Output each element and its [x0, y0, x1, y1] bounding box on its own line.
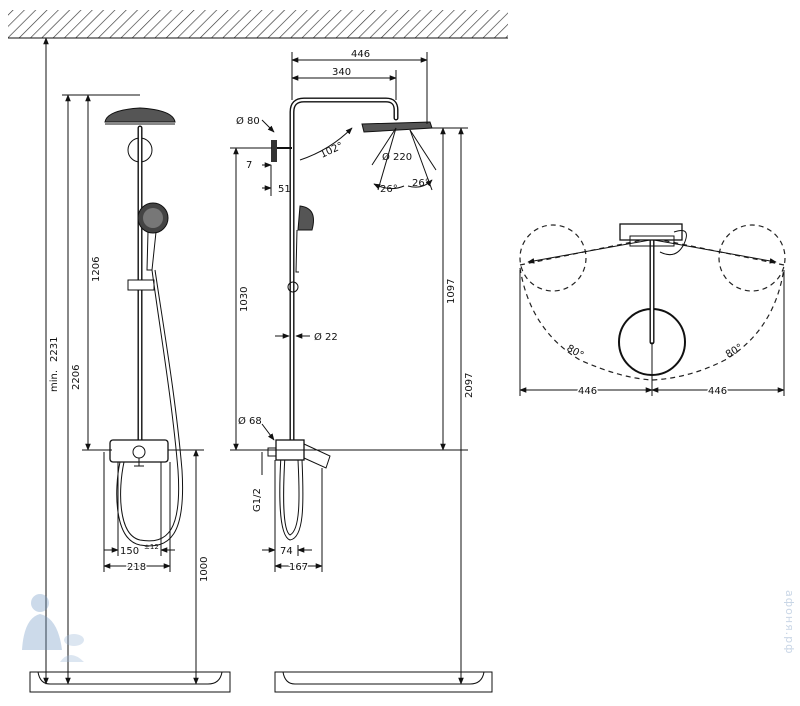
side-hand-shower	[295, 205, 314, 273]
floor-right	[274, 671, 493, 693]
dim-arm-reach: 340	[332, 67, 351, 78]
swivel-arc	[519, 267, 785, 381]
dim-arm-angle: 102°	[319, 141, 345, 161]
wall-bracket	[271, 140, 292, 162]
side-riser-pipe	[289, 97, 399, 453]
dim-outer-reach: 446	[351, 49, 370, 60]
dim-wall-mount-diameter: Ø 80	[236, 115, 260, 127]
dim-min-height: 2231	[49, 337, 60, 362]
dim-pipe-height: 1206	[91, 257, 102, 282]
dim-tilt-left: 26°	[380, 184, 398, 195]
dim-thread: G1/2	[252, 488, 263, 512]
dim-reach-right: 446	[708, 386, 727, 397]
dim-total-height: 2206	[71, 365, 82, 390]
plumber-mascot-logo	[22, 594, 84, 662]
ceiling	[8, 10, 508, 39]
dim-center-distance: 150	[120, 546, 139, 557]
dim-rosette-diameter: Ø 68	[238, 415, 262, 427]
dim-reach-left: 446	[578, 386, 597, 397]
dim-rail-height: 1030	[239, 287, 250, 312]
swivel-right-head	[718, 224, 786, 292]
side-hose	[279, 454, 304, 541]
front-mixer	[109, 439, 169, 467]
slider-holder	[127, 279, 155, 291]
side-view: 446 340 Ø 80 7 51 102° Ø 220 26° 26° 103…	[230, 49, 475, 685]
dim-pipe-diameter: Ø 22	[314, 331, 338, 343]
dim-min-label: min.	[49, 370, 60, 392]
dim-head-floor-height: 2097	[464, 373, 475, 398]
dim-mixer-height: 1000	[199, 557, 210, 582]
dim-mixer-width: 218	[127, 562, 146, 573]
dim-tolerance: ±12	[144, 543, 159, 551]
dim-tilt-right: 26°	[412, 178, 430, 189]
dim-head-height: 1097	[446, 279, 457, 304]
swivel-left-head	[519, 224, 587, 292]
side-mixer	[267, 439, 331, 469]
top-view: 80° 80° 446 446	[519, 223, 786, 399]
front-hose	[116, 269, 184, 547]
floor-left	[29, 671, 231, 693]
dim-swivel-right: 80°	[724, 342, 745, 360]
dim-wall-bracket: 51	[278, 184, 291, 195]
dim-swivel-left: 80°	[565, 343, 586, 361]
dim-mixer-depth: 74	[280, 546, 293, 557]
dim-head-diameter: Ø 220	[382, 151, 412, 163]
watermark-text: афоня.рф	[783, 590, 796, 655]
side-slider	[287, 281, 299, 293]
hand-shower	[137, 202, 169, 271]
front-view: min. 2231 2206 1206 1000 150 ±12 218	[43, 37, 210, 685]
top-mixer	[619, 223, 687, 256]
dim-mixer-total-depth: 167	[289, 562, 308, 573]
dim-wall-gap: 7	[246, 160, 252, 171]
side-shower-head	[361, 121, 433, 133]
